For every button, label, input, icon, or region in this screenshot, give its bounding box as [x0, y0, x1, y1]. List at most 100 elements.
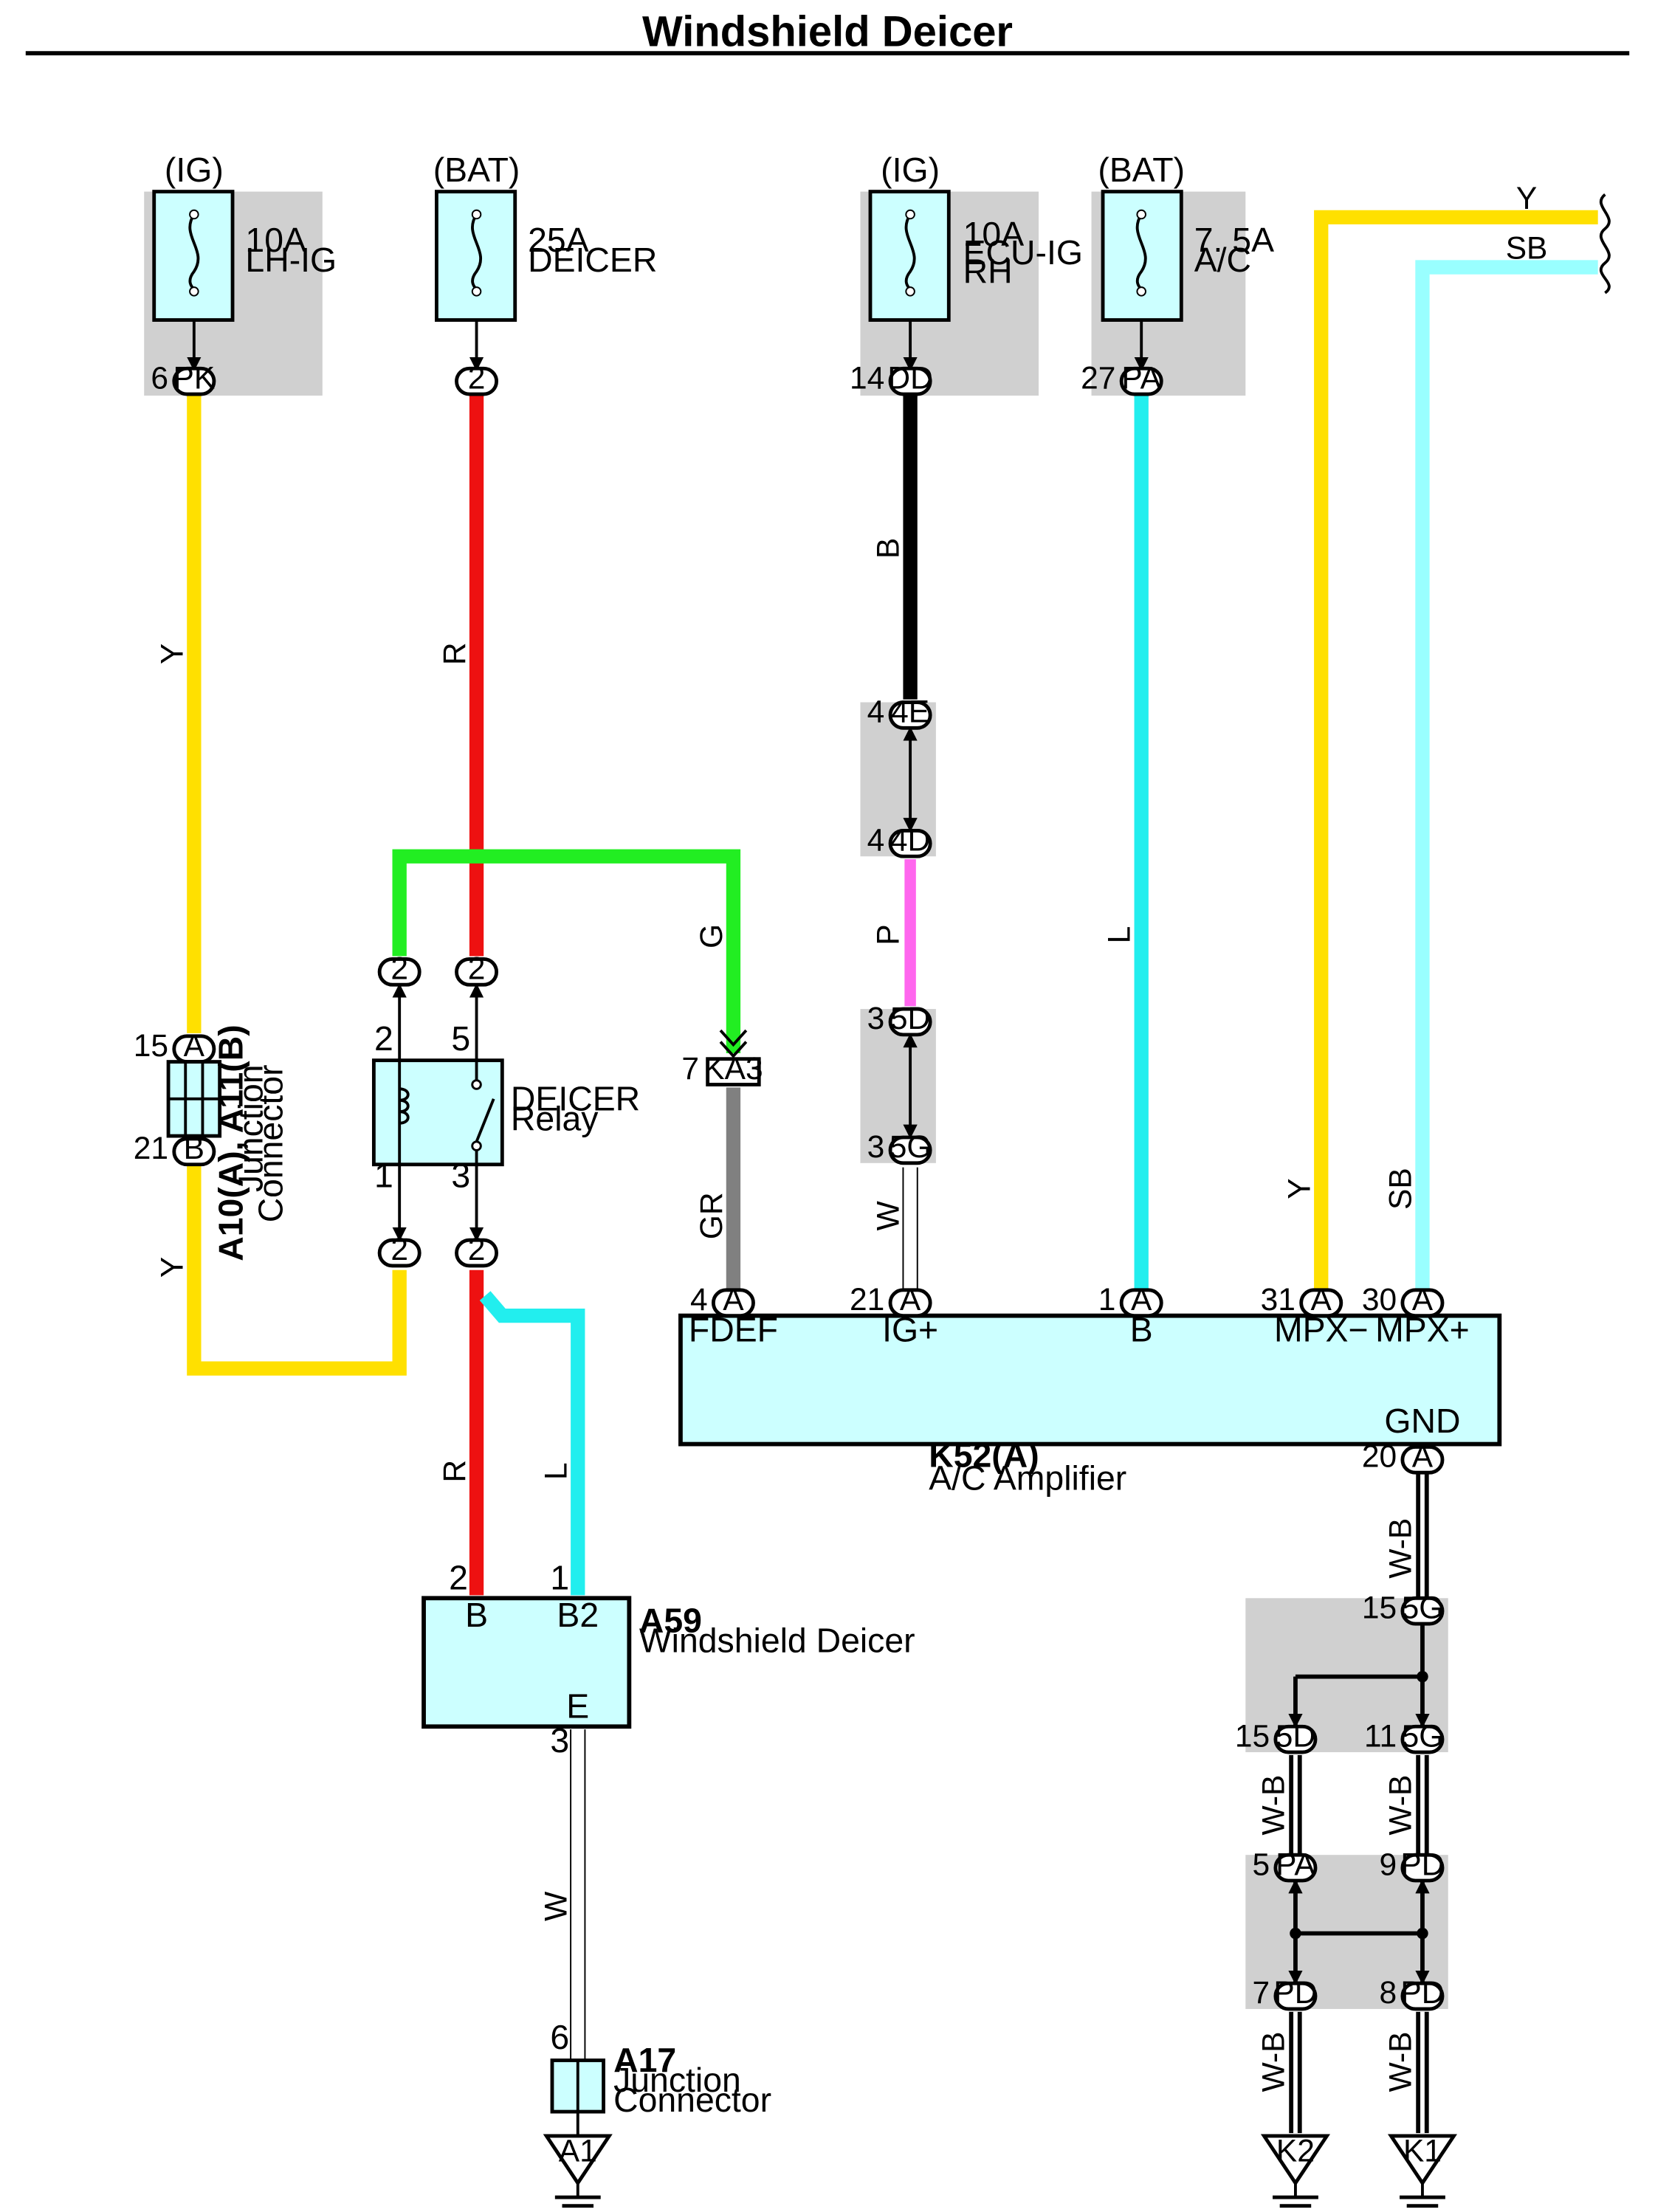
svg-text:15: 15 [1235, 1719, 1270, 1754]
wire-code-y-top: Y [1516, 182, 1537, 216]
conn-top-pk: PK 6 [151, 361, 216, 396]
svg-text:W-B: W-B [1256, 2032, 1291, 2092]
wire-yellow-mpx [1314, 210, 1598, 1289]
svg-text:7: 7 [1252, 1976, 1270, 2011]
svg-text:A: A [900, 1283, 921, 1317]
svg-text:A: A [1311, 1283, 1332, 1317]
svg-text:4: 4 [690, 1283, 708, 1317]
svg-text:5D: 5D [890, 1002, 930, 1036]
svg-text:K1: K1 [1403, 2135, 1442, 2169]
svg-text:7: 7 [681, 1052, 699, 1086]
svg-text:Y: Y [155, 1257, 190, 1278]
svg-text:W-B: W-B [1383, 2032, 1418, 2092]
deicer-name: Windshield Deicer [639, 1622, 915, 1660]
svg-text:5G: 5G [1402, 1719, 1444, 1754]
fuse2-name: DEICER [528, 241, 657, 279]
deicer-relay: 2 5 1 3 DEICER Relay [371, 1019, 640, 1195]
relay-name: DEICER [511, 1079, 640, 1117]
ground-a1: A1 [543, 2134, 613, 2208]
svg-text:9: 9 [1380, 1847, 1397, 1882]
svg-text:G: G [695, 924, 729, 948]
relay-connectors: 2 2 2 2 [377, 951, 499, 1268]
amp-gnd-label: GND [1384, 1402, 1460, 1440]
conn-top-dd: DD 14 [850, 361, 933, 396]
amp-pin-label-4: MPX+ [1375, 1310, 1470, 1348]
svg-text:Junction: Junction [613, 2061, 741, 2099]
conn-ka3: KA3 7 [681, 1029, 763, 1086]
svg-text:2: 2 [468, 951, 486, 986]
svg-text:PD: PD [1273, 1976, 1317, 2011]
wire-break-marks [1599, 193, 1611, 294]
svg-text:8: 8 [1380, 1976, 1397, 2011]
svg-text:K2: K2 [1276, 2135, 1315, 2169]
amp-pin-label-0: FDEF [689, 1310, 778, 1348]
a17-id: A17 [613, 2041, 676, 2079]
svg-text:6: 6 [550, 2018, 569, 2056]
svg-text:Junction: Junction [232, 1064, 270, 1192]
svg-text:14: 14 [850, 361, 884, 396]
svg-text:R: R [438, 642, 472, 665]
svg-text:Y: Y [155, 644, 190, 664]
fuse2-supply: (BAT) [433, 151, 520, 189]
fuse-ecu-ig: (IG) 10A ECU-IG RH [868, 151, 1083, 372]
fuse3-supply: (IG) [881, 151, 940, 189]
svg-text:A1: A1 [559, 2135, 597, 2169]
svg-text:A: A [1412, 1439, 1434, 1474]
amp-pin-label-2: B [1130, 1310, 1153, 1348]
svg-text:A: A [184, 1029, 205, 1064]
wire-green [392, 849, 741, 1053]
fuse-lh-ig: (IG) 10A LH-IG [152, 151, 337, 372]
svg-text:PK: PK [173, 361, 215, 396]
fuse2-amp: 25A [528, 221, 589, 259]
svg-text:20: 20 [1362, 1439, 1397, 1474]
svg-text:2: 2 [449, 1559, 468, 1597]
svg-text:15: 15 [134, 1029, 168, 1064]
svg-text:Y: Y [1282, 1178, 1317, 1199]
deicer-id: A59 [639, 1602, 702, 1640]
svg-text:5G: 5G [890, 1130, 932, 1165]
svg-text:PA: PA [1121, 361, 1161, 396]
diagram-title: Windshield Deicer [642, 8, 1013, 55]
conn-top-2: 2 [455, 361, 499, 396]
fuse4-amp: 7. 5A [1194, 221, 1274, 259]
junction-name: A10(A), A11(B) [212, 1024, 250, 1261]
fuse1-amp: 10A [245, 221, 306, 259]
amp-pin-label-3: MPX− [1274, 1310, 1369, 1348]
svg-text:2: 2 [374, 1019, 393, 1058]
fuse3-name2: RH [963, 252, 1013, 290]
svg-text:SB: SB [1383, 1168, 1418, 1210]
svg-text:2: 2 [468, 361, 486, 396]
svg-text:4D: 4D [890, 824, 930, 858]
wire-white-gnd [570, 1729, 586, 2059]
gnd-block-connectors: 5G 15 5D 15 5G 11 PA 5 PD 9 PD 7 PD 8 [1235, 1591, 1444, 2011]
conn-4e: 4E 4 [867, 695, 932, 730]
fuse4-name: A/C [1194, 241, 1251, 279]
svg-text:21: 21 [850, 1283, 884, 1317]
conn-5g-mid: 5G 3 [867, 1130, 932, 1165]
amp-pin-2: A1B [1098, 1283, 1163, 1348]
svg-text:1: 1 [1098, 1283, 1116, 1317]
fuse3-name: ECU-IG [963, 233, 1083, 272]
svg-text:1: 1 [374, 1157, 393, 1195]
svg-text:B2: B2 [557, 1596, 599, 1634]
conn-4d: 4D 4 [867, 824, 932, 858]
svg-text:L: L [1103, 926, 1138, 944]
svg-text:27: 27 [1081, 361, 1115, 396]
svg-text:GR: GR [695, 1192, 729, 1239]
wire-skyblue-mpx [1415, 260, 1598, 1289]
wires [187, 210, 1598, 2134]
fuse1-name: LH-IG [245, 241, 337, 279]
fuse3-amp: 10A [963, 215, 1025, 253]
svg-text:E: E [566, 1687, 589, 1726]
svg-text:PA: PA [1276, 1847, 1315, 1882]
svg-text:2: 2 [390, 951, 408, 986]
amp-id: K52(A) [929, 1436, 1039, 1474]
ground-k2: K2 [1260, 2134, 1330, 2208]
conn-5d: 5D 3 [867, 1002, 932, 1037]
svg-text:W: W [539, 1892, 574, 1921]
svg-text:5G: 5G [1402, 1591, 1444, 1625]
svg-text:21: 21 [134, 1131, 168, 1166]
